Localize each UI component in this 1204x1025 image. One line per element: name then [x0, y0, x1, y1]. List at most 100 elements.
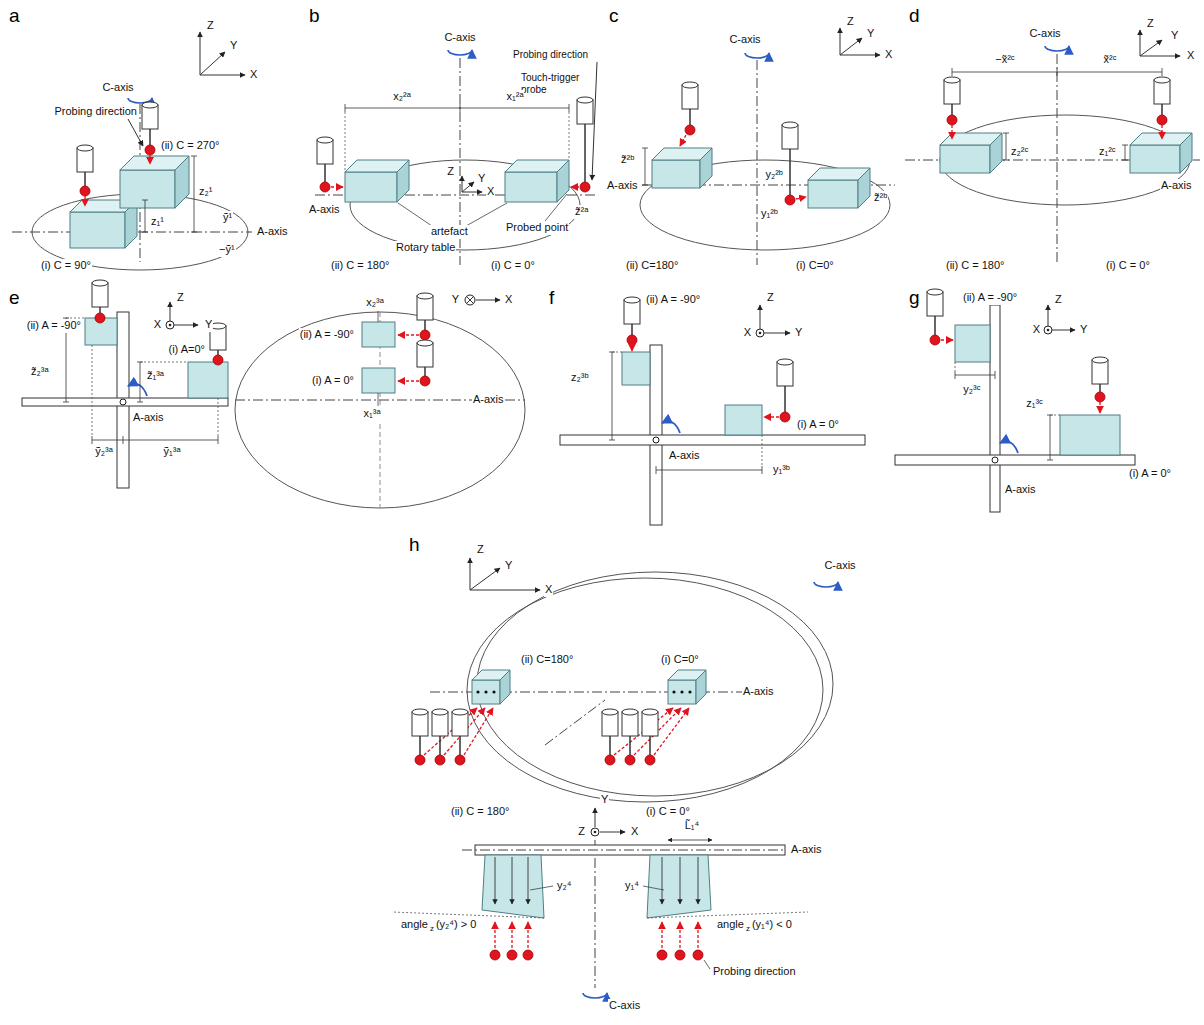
label: (ii) C = 180° [330, 259, 391, 272]
axis-out-dot [1047, 329, 1050, 332]
leader-line [643, 886, 664, 890]
label: (ii) C=180° [625, 259, 679, 272]
probe-ball [435, 755, 445, 765]
probe-ball [657, 950, 667, 960]
label: Z [476, 543, 485, 556]
label: y₂²ᵇ [764, 168, 784, 181]
dimension-tick [142, 200, 148, 201]
panel-letter: e [8, 287, 21, 310]
axis-in-cross [467, 297, 474, 304]
dimension-tick [1047, 460, 1053, 461]
label: (ii) A = -90° [26, 319, 82, 332]
artefact-side [175, 156, 189, 208]
panel-letter: g [908, 287, 921, 310]
probe-ball [685, 125, 695, 135]
label: (i) C=0° [795, 259, 835, 272]
artefact-front [940, 145, 990, 173]
label: z₂¹ [198, 185, 213, 198]
probe-stylus [789, 149, 791, 195]
panel-letter: f [548, 287, 555, 310]
probe-top [77, 145, 93, 151]
probe-point [484, 690, 487, 693]
probe-top [452, 709, 468, 715]
probe-point [680, 690, 683, 693]
probe-top [142, 102, 158, 108]
probe-ball [213, 355, 223, 365]
dimension-line [194, 156, 195, 232]
probe-ball [1157, 115, 1167, 125]
label: ỹ₂³ᵃ [94, 445, 114, 458]
label: (i) A = 0° [311, 374, 355, 387]
probe-ball [420, 330, 430, 340]
label: Y [1079, 323, 1088, 336]
rotation-arrow [1045, 46, 1069, 51]
probe-top [412, 709, 428, 715]
probe-body [1092, 360, 1108, 384]
probe-body [577, 100, 593, 124]
artefact-front [808, 180, 858, 208]
probe-ball [523, 950, 533, 960]
label: ỹ¹ [222, 211, 233, 224]
arrow [1048, 305, 1049, 326]
dimension-tick [995, 371, 996, 379]
dimension-tick [142, 232, 148, 233]
probe-stylus [459, 736, 461, 755]
label: Y [794, 326, 803, 339]
label: Y [229, 39, 238, 52]
probing-arrow [424, 708, 477, 755]
label: X [486, 185, 495, 198]
artefact-side [557, 160, 569, 202]
label: A-axis [742, 685, 775, 698]
dimension-line [140, 362, 141, 402]
panel-letter: a [8, 5, 21, 28]
artefact [955, 325, 990, 362]
label: A-axis [132, 411, 165, 424]
label: x₁³ᵃ [363, 407, 382, 420]
probe-stylus [951, 104, 953, 115]
probe-ball [675, 950, 685, 960]
probe-body [782, 125, 798, 149]
label: (i) C = 90° [40, 259, 92, 272]
panel-letter: b [308, 5, 321, 28]
probe-stylus [149, 129, 151, 145]
probe-stylus [99, 307, 101, 313]
label: Z [446, 165, 455, 178]
artefact-front [70, 212, 125, 248]
rotation-arrow [745, 53, 769, 58]
leader-line [545, 194, 567, 221]
label: (i) C=0° [660, 653, 700, 666]
axis-out-dot [594, 831, 597, 834]
probe-top [642, 709, 658, 715]
dimension-tick [762, 466, 763, 474]
label: Z [1146, 17, 1155, 30]
pivot [653, 437, 659, 443]
label: Probing direction [512, 49, 589, 61]
probe-top [1154, 77, 1170, 83]
rotary-plate [22, 398, 228, 406]
probe-stylus [84, 172, 86, 186]
dimension-line [612, 352, 613, 440]
extension-line [66, 318, 85, 319]
extension-line [762, 435, 763, 466]
dimension-tick [642, 148, 648, 149]
label: x₂³ᵃ [365, 296, 385, 309]
arrow [1140, 56, 1180, 57]
extension-line [140, 362, 188, 363]
probing-arrow [527, 922, 528, 948]
leader-line [530, 886, 553, 890]
dimension-tick [460, 104, 461, 112]
arrow [476, 300, 500, 301]
label: x̃²ᶜ [1102, 53, 1117, 66]
axis-out-symbol [166, 321, 174, 329]
artefact-front [505, 172, 557, 202]
label: A-axis [472, 393, 505, 406]
axis-in-cross [467, 297, 474, 304]
arrow [600, 832, 625, 833]
probing-arrow [149, 155, 150, 164]
rotation-arrow [1000, 441, 1018, 453]
probing-arrow [614, 708, 673, 755]
dimension-tick [609, 440, 615, 441]
label: A-axis [1160, 179, 1193, 192]
probe-body [944, 80, 960, 104]
label: Z [846, 15, 855, 28]
